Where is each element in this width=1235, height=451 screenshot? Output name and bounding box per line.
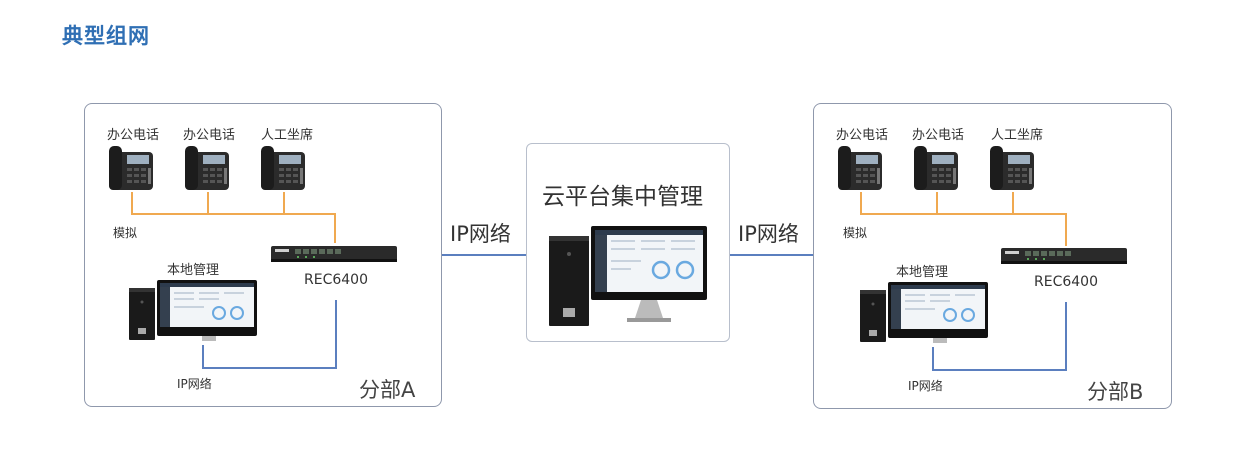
cloud-panel: 云平台集中管理 bbox=[526, 143, 730, 342]
analog-drop-1 bbox=[860, 192, 862, 214]
ip-local-bottom bbox=[932, 369, 1067, 371]
ip-network-local-label: IP网络 bbox=[908, 379, 943, 393]
analog-bus bbox=[860, 213, 1067, 215]
device-label: REC6400 bbox=[1034, 274, 1098, 290]
computer-icon bbox=[860, 282, 990, 344]
rec-device-icon bbox=[271, 244, 397, 264]
analog-label: 模拟 bbox=[843, 226, 868, 240]
desk-phone-icon bbox=[107, 146, 155, 192]
rec-device-icon bbox=[1001, 246, 1127, 266]
branch-b-panel: 办公电话 办公电话 人工坐席 bbox=[813, 103, 1172, 409]
analog-to-device bbox=[334, 213, 336, 243]
phone-label-2: 办公电话 bbox=[912, 128, 965, 143]
computer-icon bbox=[129, 280, 259, 342]
branch-label: 分部A bbox=[359, 378, 416, 402]
branch-a-panel: 办公电话 办公电话 人工坐席 bbox=[84, 103, 442, 407]
page-title: 典型组网 bbox=[62, 24, 150, 48]
analog-drop-2 bbox=[936, 192, 938, 214]
phone-label-3: 人工坐席 bbox=[991, 128, 1044, 143]
ip-network-label-left: IP网络 bbox=[450, 222, 511, 246]
analog-drop-1 bbox=[131, 192, 133, 214]
analog-label: 模拟 bbox=[113, 226, 138, 240]
ip-link-right bbox=[728, 254, 813, 256]
cloud-title: 云平台集中管理 bbox=[542, 184, 703, 210]
desk-phone-icon bbox=[836, 146, 884, 192]
analog-to-device bbox=[1065, 213, 1067, 246]
ip-network-label-right: IP网络 bbox=[738, 222, 799, 246]
local-management-label: 本地管理 bbox=[167, 263, 220, 278]
desk-phone-icon bbox=[259, 146, 307, 192]
desk-phone-icon bbox=[988, 146, 1036, 192]
analog-drop-3 bbox=[1012, 192, 1014, 214]
branch-label: 分部B bbox=[1087, 380, 1144, 404]
desk-phone-icon bbox=[183, 146, 231, 192]
ip-link-left bbox=[440, 254, 526, 256]
ip-network-local-label: IP网络 bbox=[177, 377, 212, 391]
analog-drop-2 bbox=[207, 192, 209, 214]
ip-local-right bbox=[335, 300, 337, 368]
computer-icon bbox=[549, 226, 709, 328]
analog-drop-3 bbox=[283, 192, 285, 214]
ip-local-left bbox=[202, 345, 204, 369]
phone-label-2: 办公电话 bbox=[183, 128, 236, 143]
phone-label-3: 人工坐席 bbox=[261, 128, 314, 143]
ip-local-right bbox=[1065, 302, 1067, 370]
device-label: REC6400 bbox=[304, 272, 368, 288]
ip-local-left bbox=[932, 347, 934, 371]
analog-bus bbox=[131, 213, 336, 215]
local-management-label: 本地管理 bbox=[896, 265, 949, 280]
phone-label-1: 办公电话 bbox=[836, 128, 889, 143]
ip-local-bottom bbox=[202, 367, 337, 369]
phone-label-1: 办公电话 bbox=[107, 128, 160, 143]
desk-phone-icon bbox=[912, 146, 960, 192]
